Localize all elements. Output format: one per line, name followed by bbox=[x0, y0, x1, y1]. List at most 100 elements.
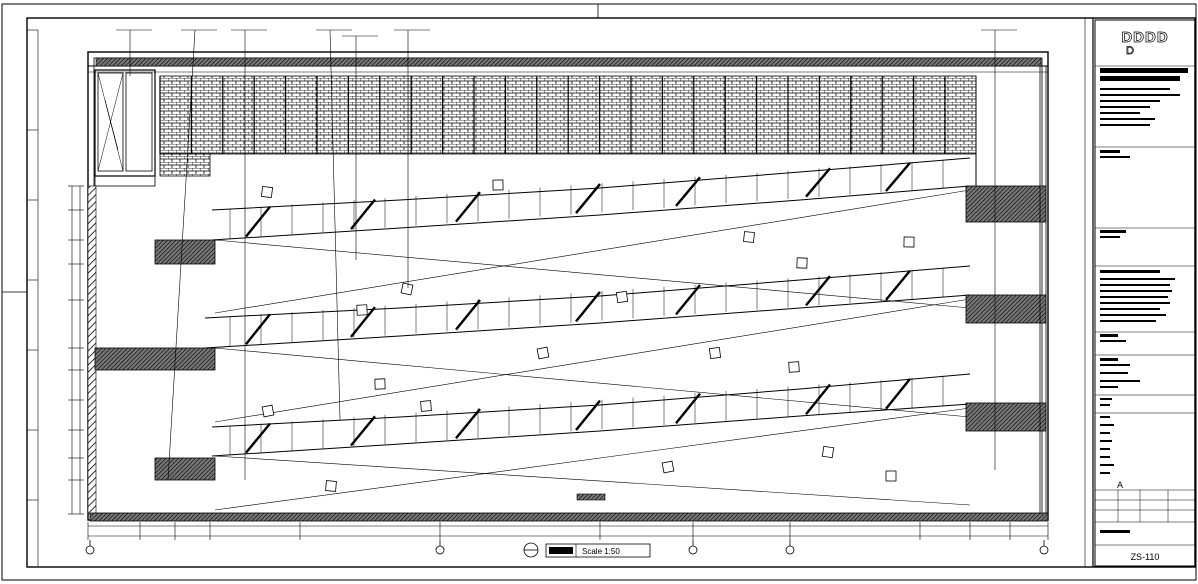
ramp-brace bbox=[350, 306, 376, 338]
ramp-rail-bottom bbox=[204, 294, 971, 349]
title-block-text-line bbox=[1100, 76, 1180, 81]
title-block-text-line bbox=[1100, 284, 1170, 286]
title-block-text-line bbox=[1100, 88, 1170, 90]
leader-line bbox=[167, 29, 196, 481]
ceiling-light-icon bbox=[492, 179, 504, 191]
entrance-door bbox=[94, 69, 156, 187]
ramp-brace bbox=[675, 284, 701, 316]
title-block-text-line bbox=[1100, 118, 1155, 120]
ramp-brace bbox=[245, 205, 271, 238]
ceiling-light-icon bbox=[260, 185, 274, 199]
ceiling-lights bbox=[260, 179, 915, 492]
title-block-text-line bbox=[1100, 94, 1180, 96]
grid-bubble-icon bbox=[85, 545, 95, 555]
soffit-line bbox=[214, 298, 971, 423]
title-block-text-line bbox=[1100, 290, 1172, 292]
ramp-level bbox=[211, 373, 971, 511]
title-block-text-line bbox=[1100, 150, 1120, 153]
soffit-line bbox=[214, 455, 971, 506]
ceiling-light-icon bbox=[356, 304, 368, 316]
title-block-text-line bbox=[1100, 364, 1130, 366]
ramp-brace bbox=[805, 383, 831, 416]
title-block-text-line bbox=[1100, 334, 1118, 337]
ceiling-light-icon bbox=[788, 361, 800, 373]
title-block-text-line bbox=[1100, 372, 1128, 374]
title-block-text-line bbox=[1100, 156, 1130, 158]
title-block-text-line bbox=[1100, 456, 1110, 458]
ramp-rail-bottom bbox=[211, 185, 971, 241]
title-block-text-line bbox=[1100, 404, 1110, 406]
soffit-line bbox=[214, 407, 971, 511]
ramp-brace bbox=[245, 313, 271, 345]
ramp-brace bbox=[350, 415, 376, 447]
ramp-brace bbox=[575, 399, 601, 431]
ramp-brace bbox=[575, 291, 601, 323]
ramp-brace bbox=[350, 198, 376, 230]
soffit-line bbox=[214, 239, 971, 309]
title-block-text-line bbox=[1100, 432, 1110, 434]
ceiling-light-icon bbox=[536, 346, 550, 360]
title-block-text-line bbox=[1100, 472, 1110, 474]
title-block-text-line bbox=[1100, 302, 1170, 304]
title-block-text-line bbox=[1100, 124, 1150, 126]
ceiling-light-icon bbox=[796, 257, 808, 269]
ceiling-light-icon bbox=[325, 480, 337, 492]
cornice-band bbox=[95, 57, 1042, 67]
ceiling-light-icon bbox=[743, 231, 755, 243]
company-logo: DDDD bbox=[1121, 29, 1168, 46]
title-block-text-line bbox=[1100, 358, 1118, 361]
title-block-text-line bbox=[1100, 448, 1110, 450]
ceiling-light-icon bbox=[903, 236, 915, 248]
ceiling-light-icon bbox=[661, 460, 675, 474]
ramp-brace bbox=[455, 408, 481, 440]
title-block-text-line bbox=[1100, 296, 1168, 298]
title-block-text-line bbox=[1100, 112, 1140, 114]
grid-bubble-icon bbox=[435, 545, 445, 555]
title-block-text-line bbox=[1100, 308, 1160, 310]
ramp-brace bbox=[245, 422, 271, 454]
grid-bubble-icon bbox=[1039, 545, 1049, 555]
title-block-text-line bbox=[1100, 236, 1120, 238]
ramp-rail-bottom bbox=[211, 403, 971, 457]
title-block-text-line bbox=[1100, 386, 1118, 388]
ramp-brace bbox=[805, 275, 831, 307]
title-block-text-line bbox=[1100, 320, 1156, 322]
title-block-text-line bbox=[1100, 314, 1166, 316]
ceiling-light-icon bbox=[885, 470, 897, 482]
company-logo-sub: D bbox=[1126, 45, 1134, 57]
title-block-text-line bbox=[1100, 416, 1110, 418]
drawing-scale: Scale 1:50 bbox=[582, 547, 620, 556]
ramp-rail-top bbox=[211, 373, 971, 428]
right-column bbox=[975, 66, 1047, 514]
soffit-line bbox=[214, 189, 971, 314]
ramp-brace bbox=[805, 167, 831, 198]
grid-axis-bubbles bbox=[85, 540, 1049, 555]
facade-ribs bbox=[159, 76, 946, 154]
title-block-text bbox=[1100, 68, 1188, 533]
title-block-text-line bbox=[1100, 100, 1160, 102]
ramp-level bbox=[204, 265, 971, 423]
drawing-title: Scale 1:50 bbox=[523, 493, 651, 558]
title-block-text-line bbox=[1100, 340, 1126, 342]
ramp-brace bbox=[455, 299, 481, 331]
ceiling-light-icon bbox=[400, 282, 414, 296]
sheet-number: ZS-110 bbox=[1131, 552, 1160, 562]
leader-line bbox=[329, 29, 341, 421]
ramp-brace bbox=[575, 183, 601, 214]
title-block-text-line bbox=[1100, 278, 1175, 280]
title-block-text-line bbox=[1100, 230, 1126, 233]
title-block-text-line bbox=[1100, 440, 1112, 442]
annotation-leaders bbox=[116, 29, 1017, 481]
ramp-brace bbox=[675, 176, 701, 207]
title-block-text-line bbox=[1100, 68, 1188, 73]
ramp-brace bbox=[885, 162, 911, 192]
ramp-brace bbox=[885, 269, 911, 301]
ramp-brace bbox=[455, 191, 481, 223]
ramp-rail-top bbox=[211, 157, 971, 211]
zone-strip bbox=[27, 29, 39, 566]
ramp-level bbox=[211, 157, 971, 314]
title-block-text-line bbox=[1100, 380, 1140, 382]
ramp-brace bbox=[885, 378, 911, 410]
soffit-line bbox=[214, 347, 971, 418]
